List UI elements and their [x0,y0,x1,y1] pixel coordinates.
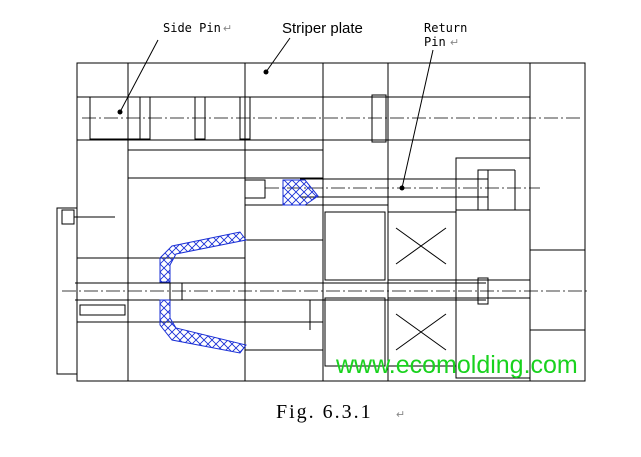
striper-plate-label: Striper plate [282,20,363,37]
mold-outline [56,62,586,382]
return-pin-label-line2: Pin [424,35,446,49]
leader-dots [117,69,405,191]
watermark-text: www.ecomolding.com [335,351,578,379]
side-pin-label: Side Pin [163,21,221,35]
return-pin-return-mark: ↵ [450,37,459,49]
hatched-cavity [159,179,319,354]
leader-lines [119,37,434,189]
caption-return-mark: ↵ [396,409,405,421]
figure-caption: Fig. 6.3.1 [276,401,373,423]
return-pin-label-line1: Return [424,21,467,35]
side-pin-return-mark: ↵ [223,23,232,35]
